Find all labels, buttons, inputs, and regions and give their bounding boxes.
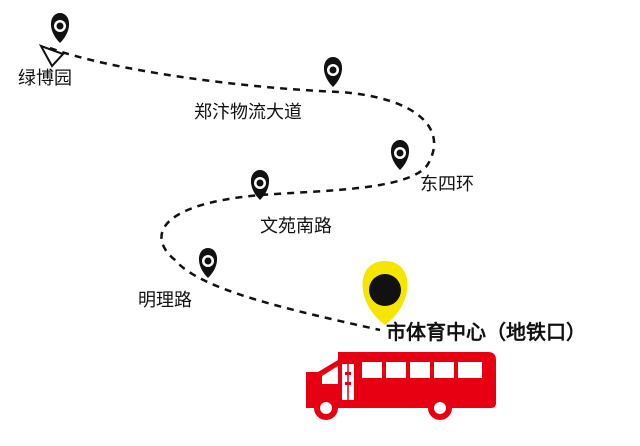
- map-pin-icon: [198, 248, 218, 278]
- bus-icon: [306, 352, 496, 420]
- route-path: [49, 46, 436, 332]
- map-pin-icon: [50, 13, 70, 43]
- stop-label-mingli: 明理路: [138, 290, 192, 311]
- stop-label-dongsihuan: 东四环: [420, 174, 474, 195]
- destination-pin-icon: [362, 261, 408, 325]
- stop-label-wenyuan: 文苑南路: [260, 216, 332, 237]
- map-pin-icon: [323, 57, 343, 87]
- map-pin-icon: [250, 170, 270, 200]
- destination-label: 市体育中心（地铁口）: [386, 320, 586, 344]
- map-pin-icon: [390, 140, 410, 170]
- stop-label-zhengbian: 郑汴物流大道: [194, 102, 302, 123]
- start-flag-icon: [38, 44, 65, 68]
- stop-label-lvboyuan: 绿博园: [18, 68, 72, 89]
